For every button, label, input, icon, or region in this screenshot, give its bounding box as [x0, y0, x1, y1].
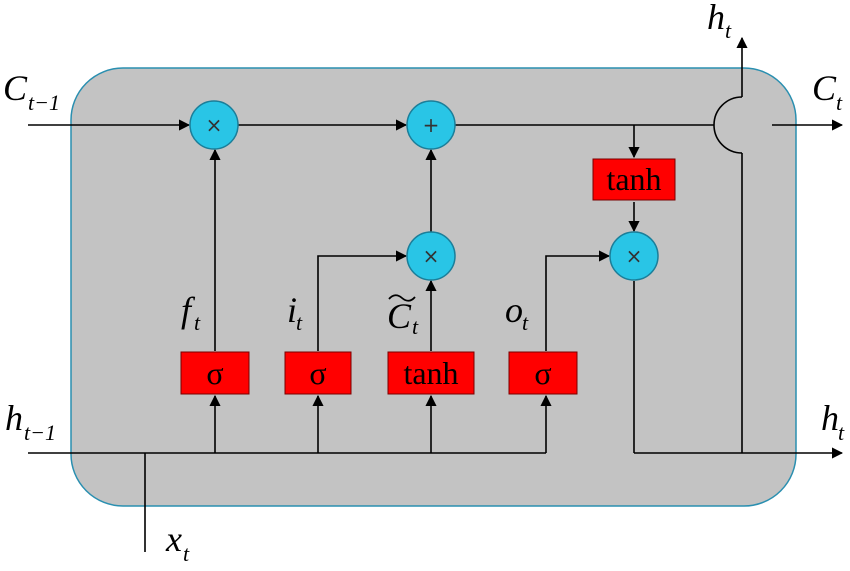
svg-text:h: h [707, 0, 725, 37]
forget-gate-label: σ [206, 355, 223, 391]
svg-text:t: t [836, 90, 843, 115]
svg-text:i: i [287, 290, 297, 330]
input-multiply-op: × [406, 231, 456, 281]
input-gate-output-wire [317, 250, 408, 351]
add-op: + [406, 100, 456, 150]
input-gate-label: σ [309, 355, 326, 391]
svg-text:h: h [5, 398, 23, 438]
svg-text:t: t [522, 310, 529, 335]
svg-text:C: C [387, 296, 412, 336]
label-c-next: C t [812, 68, 843, 115]
output-gate-label: σ [534, 355, 551, 391]
multiply-icon: × [423, 244, 440, 268]
label-h-top: h t [707, 0, 732, 43]
svg-text:x: x [165, 519, 182, 559]
tilde-icon [388, 294, 416, 302]
svg-text:t: t [838, 420, 845, 445]
label-c-prev: C t−1 [3, 68, 60, 115]
svg-text:o: o [505, 290, 523, 330]
svg-text:h: h [821, 398, 839, 438]
cell-tanh-label: tanh [606, 161, 661, 197]
svg-text:C: C [3, 68, 28, 108]
multiply-icon: × [206, 113, 223, 137]
cell-state-crossover-hop [713, 96, 743, 154]
candidate-gate-label: tanh [403, 355, 458, 391]
svg-text:t: t [725, 18, 732, 43]
output-gate-box: σ [508, 351, 578, 395]
label-x: x t [165, 519, 190, 566]
label-i: i t [287, 290, 303, 335]
svg-text:t−1: t−1 [28, 90, 60, 115]
label-c-tilde: C t [387, 294, 419, 339]
output-gate-output-wire [545, 250, 611, 351]
svg-text:t: t [412, 314, 419, 339]
svg-text:t: t [194, 310, 201, 335]
svg-text:t−1: t−1 [24, 420, 56, 445]
candidate-gate-box: tanh [387, 351, 475, 395]
plus-icon: + [423, 113, 440, 137]
output-multiply-op: × [609, 231, 659, 281]
label-h-prev: h t−1 [5, 398, 56, 445]
input-gate-box: σ [284, 351, 352, 395]
label-h-next: h t [821, 398, 845, 445]
cell-tanh-box: tanh [592, 158, 676, 201]
svg-text:t: t [296, 310, 303, 335]
forget-multiply-op: × [189, 100, 239, 150]
forget-gate-box: σ [180, 351, 250, 395]
multiply-icon: × [626, 244, 643, 268]
svg-text:C: C [812, 68, 837, 108]
label-o: o t [505, 290, 529, 335]
svg-text:t: t [183, 541, 190, 566]
